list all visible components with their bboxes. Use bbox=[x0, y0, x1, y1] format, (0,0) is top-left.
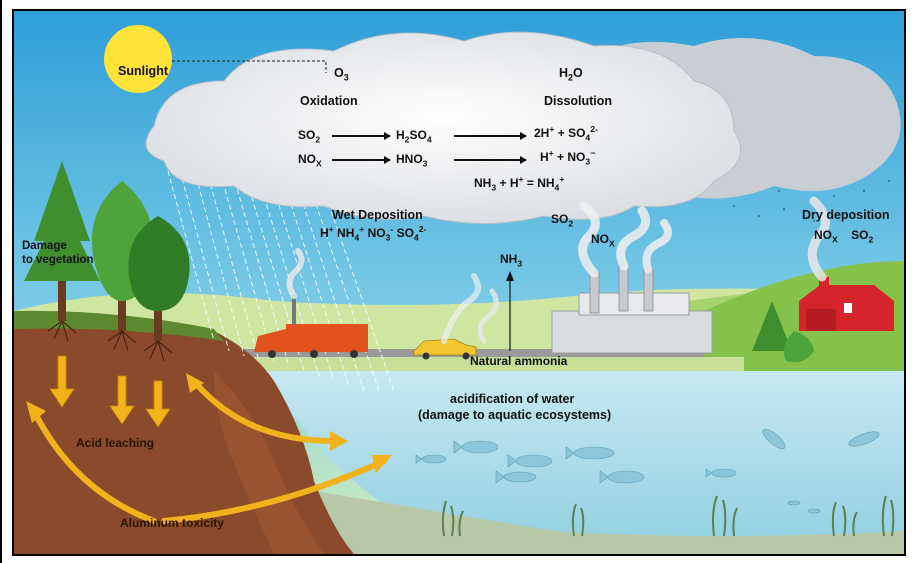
dry-deposition-label: Dry deposition bbox=[802, 208, 890, 222]
ammonia-label: NH3 bbox=[500, 252, 523, 269]
acid-rain-diagram: Sunlight O3 Oxidation H2O Dissolution SO… bbox=[12, 9, 906, 556]
main-cloud bbox=[145, 31, 742, 224]
eq-so2-arrow-1 bbox=[332, 132, 391, 139]
sunlight-link bbox=[172, 60, 327, 73]
acidification-label-line2: (damage to aquatic ecosystems) bbox=[418, 408, 612, 422]
fish-school bbox=[415, 428, 880, 514]
transport-arrowheads bbox=[26, 373, 392, 473]
acid-leaching-label: Acid leaching bbox=[76, 436, 155, 450]
damage-vegetation-label-line1: Damage bbox=[22, 240, 67, 252]
water-plants bbox=[441, 495, 895, 537]
aluminum-toxicity-label: Aluminum toxicity bbox=[120, 516, 225, 530]
eq-nox-arrow-1 bbox=[332, 156, 391, 163]
sun bbox=[104, 25, 172, 93]
oxidation-label: Oxidation bbox=[300, 94, 358, 108]
eq-nox-ions: H+ + NO3− bbox=[540, 148, 596, 167]
ammonia-arrow bbox=[506, 271, 514, 351]
stack-nox-label: NOX bbox=[591, 232, 615, 249]
forest bbox=[24, 161, 190, 341]
stack-so2-label: SO2 bbox=[551, 212, 574, 229]
eq-so2-ions: 2H+ + SO42- bbox=[534, 124, 598, 143]
eq-ammonium: NH3 + H+ = NH4+ bbox=[474, 174, 565, 193]
acid-leaching-arrows bbox=[49, 355, 171, 428]
eq-nox-product: HNO3 bbox=[396, 152, 428, 169]
wet-deposition-label: Wet Deposition bbox=[332, 208, 423, 222]
eq-nox-arrow-2 bbox=[454, 156, 527, 163]
lake-bed bbox=[314, 491, 904, 554]
eq-so2-product: H2SO4 bbox=[396, 128, 432, 145]
eq-nox-reactant: NOX bbox=[298, 152, 322, 169]
car bbox=[413, 288, 499, 360]
ammonia-plume bbox=[441, 273, 481, 344]
diagram-illustration bbox=[14, 11, 904, 554]
eq-so2-arrow-2 bbox=[454, 132, 527, 139]
dry-deposition-gases: NOX SO2 bbox=[814, 228, 874, 245]
dissolution-label: Dissolution bbox=[544, 94, 613, 108]
frame-left-edge bbox=[0, 0, 2, 563]
lake-water bbox=[264, 371, 904, 554]
natural-ammonia-label: Natural ammonia bbox=[470, 354, 568, 368]
eq-so2-reactant: SO2 bbox=[298, 128, 321, 145]
ozone-label: O3 bbox=[334, 66, 349, 83]
transport-arrows bbox=[31, 378, 387, 524]
truck bbox=[254, 248, 368, 358]
water-label: H2O bbox=[559, 66, 583, 83]
farm-barn bbox=[799, 196, 894, 331]
sunlight-label: Sunlight bbox=[118, 64, 168, 78]
power-plant bbox=[551, 201, 713, 354]
wet-deposition-ions: H+ NH4+ NO3- SO42- bbox=[320, 224, 427, 243]
right-trees bbox=[752, 301, 814, 363]
acidification-label-line1: acidification of water bbox=[450, 392, 575, 406]
tree-roots bbox=[47, 320, 173, 362]
damage-vegetation-label-line2: to vegetation bbox=[22, 254, 94, 266]
